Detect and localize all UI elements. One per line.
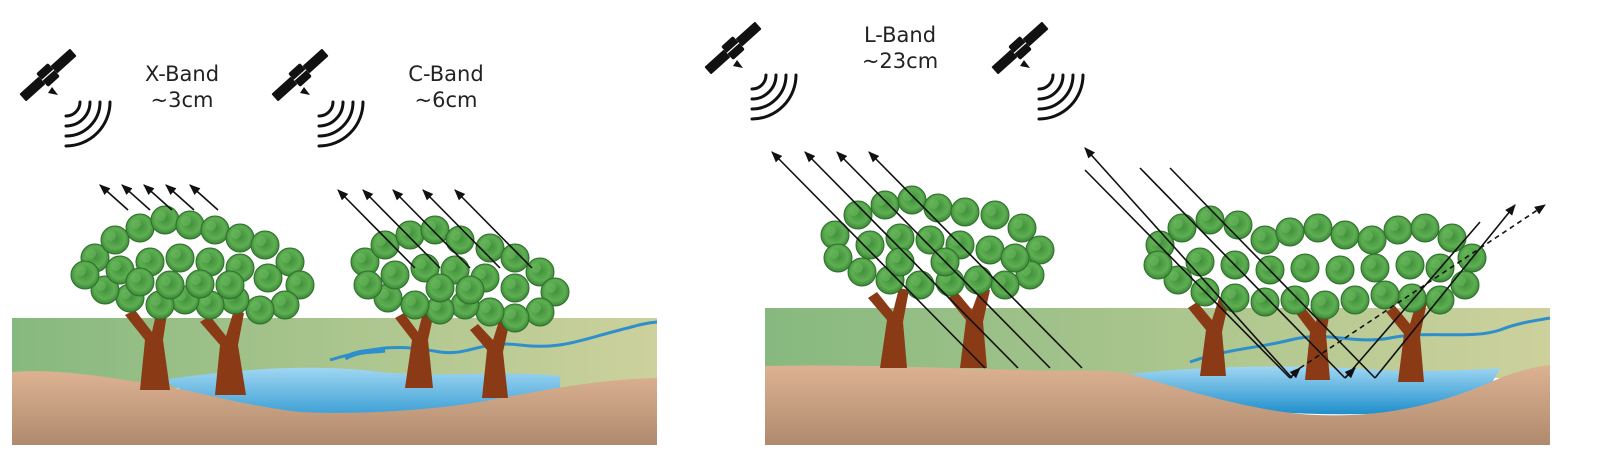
- band-name: C-Band: [408, 62, 484, 86]
- scatter-arrow-icon: [771, 151, 1083, 369]
- satellite-icon: [701, 17, 765, 79]
- tree-canopy: [1143, 205, 1487, 320]
- tree-icon: [395, 305, 510, 398]
- soil-ground: [765, 365, 1550, 445]
- band-label-c: C-Band ~6cm: [386, 61, 506, 113]
- band-name: L-Band: [863, 23, 937, 47]
- scatter-arrow-icon: [337, 189, 533, 269]
- band-name: X-Band: [144, 62, 220, 86]
- tree-canopy: [350, 215, 570, 333]
- tree-icon: [125, 305, 246, 395]
- band-label-l: L-Band ~23cm: [840, 22, 960, 74]
- band-wavelength: ~3cm: [150, 88, 214, 112]
- scatter-arrow-icon: [1084, 147, 1546, 379]
- left-panel: [12, 44, 658, 445]
- band-wavelength: ~6cm: [414, 88, 478, 112]
- tree-canopy: [70, 205, 315, 325]
- soil-ground: [12, 371, 657, 445]
- band-wavelength: ~23cm: [861, 49, 939, 73]
- right-panel: [701, 17, 1551, 445]
- radar-wave-icon: [64, 100, 112, 148]
- radar-wave-icon: [317, 100, 365, 148]
- radar-wave-icon: [1037, 73, 1085, 121]
- satellite-icon: [988, 17, 1052, 79]
- river-channel: [329, 320, 658, 362]
- radar-wave-icon: [750, 73, 798, 121]
- scatter-arrow-icon: [99, 184, 219, 211]
- band-label-x: X-Band ~3cm: [122, 61, 242, 113]
- satellite-icon: [268, 44, 332, 106]
- satellite-icon: [16, 44, 80, 106]
